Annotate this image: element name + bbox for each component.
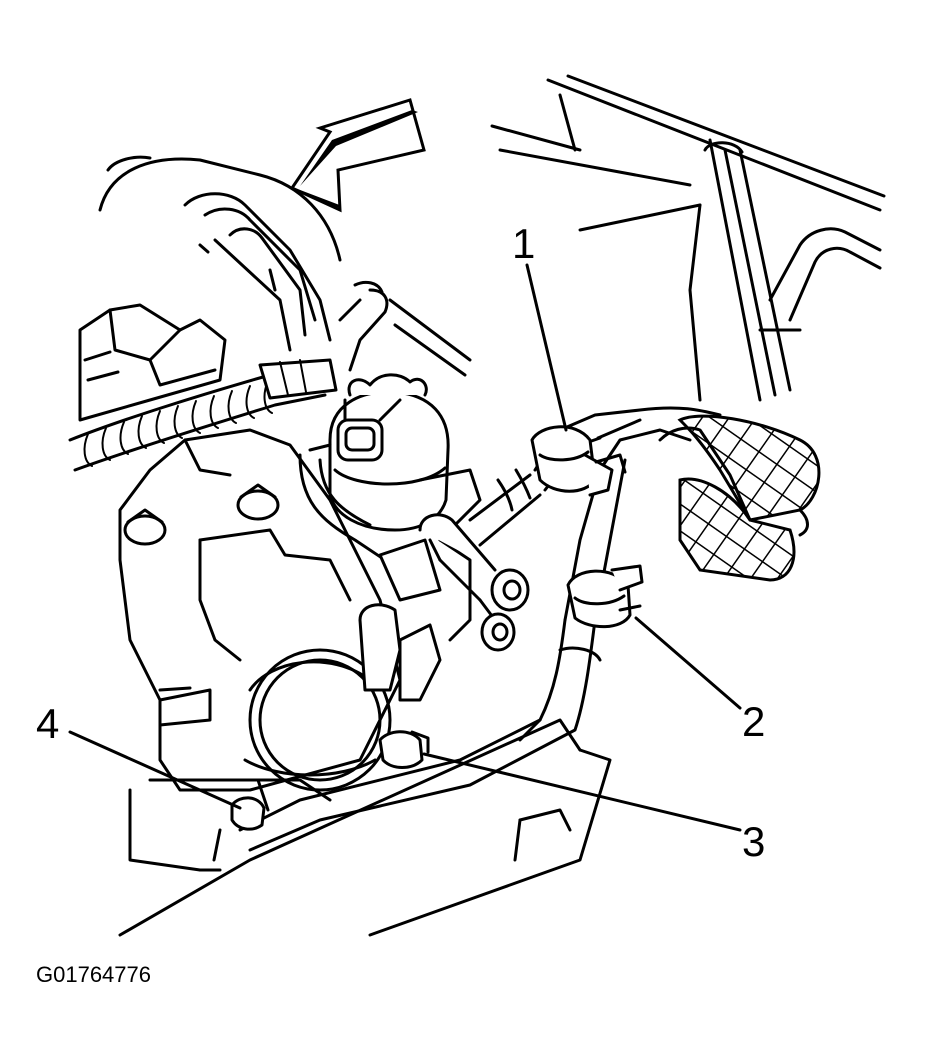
hose-clamp-3: [378, 730, 430, 769]
vacuum-elbows: [358, 513, 530, 702]
callout-leaders: [68, 263, 742, 832]
leader-2: [634, 616, 742, 710]
hose-clamp-2: [558, 564, 644, 662]
mesh-duct: [658, 414, 821, 582]
figure-id: G01764776: [36, 962, 151, 987]
direction-arrow: [289, 98, 426, 213]
leader-4: [68, 730, 242, 810]
hose-clamp-4: [212, 778, 270, 862]
ribbed-conduit: [68, 358, 338, 472]
callout-1-label: 1: [512, 220, 535, 267]
lower-structure: [118, 718, 612, 937]
solenoid-module: [298, 373, 482, 642]
callout-3-label: 3: [742, 818, 765, 865]
wiring-harness: [98, 155, 472, 377]
callout-2-label: 2: [742, 698, 765, 745]
main-hose: [238, 406, 722, 852]
hose-clamp-1: [530, 425, 627, 497]
leader-3: [422, 752, 742, 832]
callout-4-label: 4: [36, 700, 59, 747]
body-panel: [490, 74, 886, 402]
leader-1: [525, 263, 568, 432]
throttle-body: [118, 428, 402, 792]
connector-block: [78, 303, 227, 422]
